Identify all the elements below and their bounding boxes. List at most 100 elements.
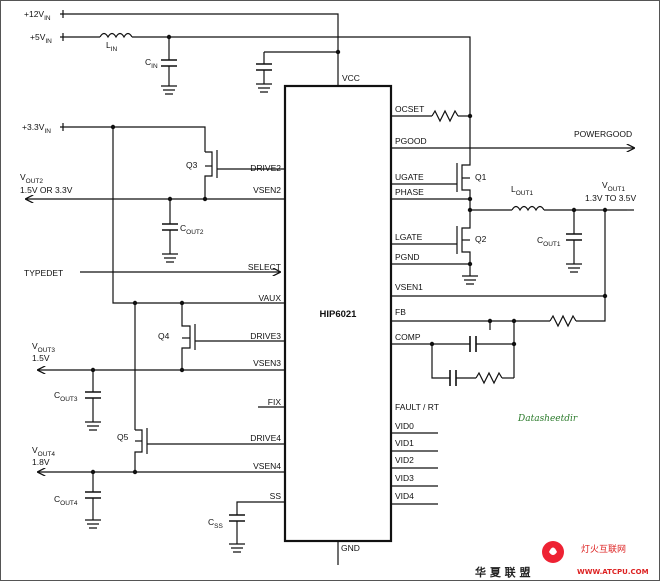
q2-gate [391, 226, 458, 254]
comp-capacitor-1 [469, 336, 477, 352]
pin-vcc: VCC [342, 73, 360, 83]
logo-cn-text: 华 夏 联 盟 [475, 565, 531, 579]
q1-label: Q1 [475, 172, 487, 182]
q5-label: Q5 [117, 432, 129, 442]
vcc-capacitor [256, 63, 272, 71]
pin-pgnd: PGND [395, 252, 420, 262]
v5-terminal [60, 33, 66, 41]
fb-resistor [549, 314, 577, 328]
cout4-ground [85, 498, 101, 529]
ic-name: HIP6021 [320, 309, 358, 320]
pin-fault: FAULT / RT [395, 402, 439, 412]
pin-vid0: VID0 [395, 421, 414, 431]
vsen1-wire [391, 210, 606, 297]
css-capacitor [229, 514, 245, 522]
lin-inductor [99, 32, 133, 39]
pin-pgood: PGOOD [395, 136, 427, 146]
pin-select: SELECT [248, 262, 281, 272]
v12-terminal [60, 10, 66, 18]
comp-lower-wire [431, 344, 450, 379]
cin-label: CIN [145, 57, 158, 70]
v5-label: +5VIN [30, 32, 52, 45]
v12-label: +12VIN [24, 9, 51, 22]
watermark: Datasheetdir [517, 414, 578, 424]
pin-ugate: UGATE [395, 172, 424, 182]
cout4-capacitor [85, 491, 101, 499]
vout1-label: VOUT1 [602, 180, 625, 193]
powergood-label: POWERGOOD [574, 129, 632, 139]
ocset-resistor [431, 109, 459, 123]
q3-gate [216, 150, 285, 178]
pin-vsen4: VSEN4 [253, 461, 281, 471]
q5-transistor [134, 429, 143, 470]
vout3-range: 1.5V [32, 353, 50, 363]
v5-wire-b [132, 36, 471, 114]
cout2-capacitor [162, 223, 178, 231]
vout2-label: VOUT2 [20, 172, 43, 185]
pin-phase: PHASE [395, 187, 424, 197]
pin-lgate: LGATE [395, 232, 423, 242]
vout4-label: VOUT4 [32, 445, 55, 458]
vid-wires [391, 432, 438, 505]
pin-ocset: OCSET [395, 104, 424, 114]
cin-ground [161, 66, 177, 95]
q4-transistor [181, 303, 191, 372]
q3-label: Q3 [186, 160, 198, 170]
site-logo: 华 夏 联 盟 灯火互联网 WWW.ATCPU.COM [475, 541, 649, 579]
q4-gate [194, 324, 285, 350]
lout1-label: LOUT1 [511, 184, 533, 197]
pin-drive3: DRIVE3 [250, 331, 281, 341]
q2-label: Q2 [475, 234, 487, 244]
pin-vid2: VID2 [395, 455, 414, 465]
typedet-label: TYPEDET [24, 268, 63, 278]
vout4-range: 1.8V [32, 457, 50, 467]
q1-transistor [461, 114, 471, 210]
v33-label: +3.3VIN [22, 122, 51, 135]
pin-vid3: VID3 [395, 473, 414, 483]
pin-drive2: DRIVE2 [250, 163, 281, 173]
pin-gnd: GND [341, 543, 360, 553]
q4-label: Q4 [158, 331, 170, 341]
cout4-label: COUT4 [54, 494, 78, 507]
v33-terminal [60, 123, 66, 131]
pin-fix: FIX [268, 397, 282, 407]
pin-drive4: DRIVE4 [250, 433, 281, 443]
q3-transistor [204, 151, 213, 199]
pin-vid4: VID4 [395, 491, 414, 501]
ss-wire [236, 501, 285, 515]
logo-url-text: WWW.ATCPU.COM [577, 568, 649, 576]
cout1-ground [566, 240, 582, 273]
v33-wire [66, 126, 206, 152]
vout1-range: 1.3V TO 3.5V [585, 193, 637, 203]
cout1-label: COUT1 [537, 235, 561, 248]
lout1-inductor [511, 205, 545, 212]
lin-label: LIN [106, 40, 118, 53]
pin-vsen1: VSEN1 [395, 282, 423, 292]
pin-ss: SS [270, 491, 282, 501]
pin-vsen2: VSEN2 [253, 185, 281, 195]
css-label: CSS [208, 517, 223, 530]
v12-wire [66, 13, 339, 86]
vout2-range: 1.5V OR 3.3V [20, 185, 73, 195]
cout1-capacitor [566, 233, 582, 241]
pin-comp: COMP [395, 332, 421, 342]
vout3-label: VOUT3 [32, 341, 55, 354]
cin-capacitor [161, 59, 177, 67]
pin-vid1: VID1 [395, 438, 414, 448]
q2-transistor [461, 210, 471, 276]
cout2-label: COUT2 [180, 223, 204, 236]
vaux-wire [112, 127, 285, 304]
q1-gate [391, 163, 458, 192]
cout3-ground [85, 398, 101, 431]
pin-vsen3: VSEN3 [253, 358, 281, 368]
cout2-ground [162, 230, 178, 263]
logo-red-text: 灯火互联网 [581, 544, 626, 555]
pin-fb: FB [395, 307, 406, 317]
vcc-cap-ground [256, 70, 272, 93]
cout3-capacitor [85, 391, 101, 399]
q2-ground [462, 275, 478, 285]
comp-resistor [475, 371, 503, 385]
